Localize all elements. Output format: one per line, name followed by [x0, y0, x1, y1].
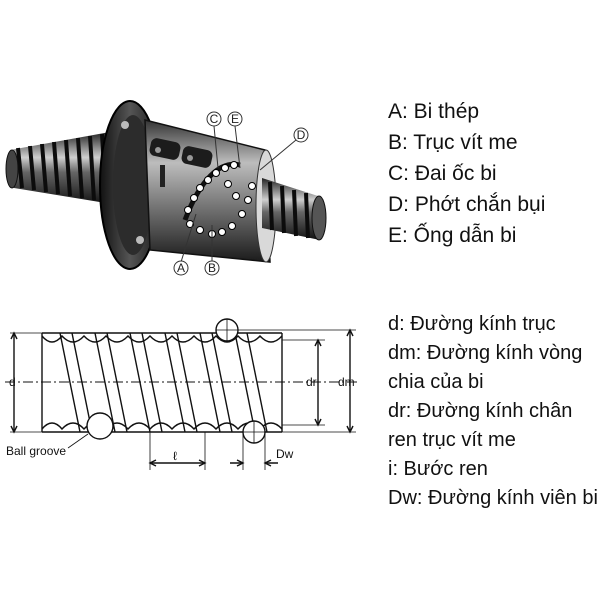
- dim-label-dm: dm: [338, 375, 355, 389]
- dim-label-d: d: [9, 375, 16, 389]
- component-legend: A: Bi thép B: Trục vít me C: Đai ốc bi D…: [388, 96, 545, 251]
- dim-label-dw: Dw: [276, 447, 294, 461]
- callout-c-letter: C: [210, 112, 219, 126]
- ball-nut-body: [144, 119, 277, 263]
- screw-dimension-drawing: [5, 318, 360, 470]
- balls-and-tube: [182, 161, 256, 238]
- nut-flange: [99, 100, 161, 270]
- callout-e: E: [227, 111, 243, 127]
- callout-d: D: [293, 127, 309, 143]
- ball-groove-label: Ball groove: [6, 444, 66, 458]
- dim-label-dr: dr: [306, 375, 317, 389]
- callout-d-letter: D: [297, 128, 306, 142]
- legend-item-c: C: Đai ốc bi: [388, 162, 497, 185]
- legend-item-b: B: Trục vít me: [388, 131, 518, 154]
- callout-markers: A B C E D: [173, 111, 309, 276]
- dim-label-lead: ℓ: [173, 449, 177, 463]
- legend-item-e: E: Ống dẫn bi: [388, 224, 517, 247]
- legend-item-dr: dr: Đường kính chân ren trục vít me: [388, 400, 573, 451]
- dimension-legend: d: Đường kính trục dm: Đường kính vòng c…: [388, 310, 598, 513]
- callout-a: A: [173, 260, 189, 276]
- legend-item-dm: dm: Đường kính vòng chia của bi: [388, 342, 583, 393]
- screw-shaft-right: [262, 178, 327, 241]
- legend-item-a: A: Bi thép: [388, 100, 480, 123]
- callout-e-letter: E: [231, 112, 239, 126]
- callout-b-letter: B: [208, 261, 216, 275]
- callout-b: B: [204, 260, 220, 276]
- legend-item-i: i: Bước ren: [388, 458, 488, 480]
- screw-shaft-left: [5, 132, 118, 205]
- callout-c: C: [206, 111, 222, 127]
- callout-leaders: [180, 125, 297, 263]
- legend-item-dw: Dw: Đường kính viên bi: [388, 487, 598, 509]
- callout-a-letter: A: [177, 261, 185, 275]
- legend-item-d: D: Phớt chắn bụi: [388, 193, 546, 216]
- legend-item-d-diameter: d: Đường kính trục: [388, 313, 556, 335]
